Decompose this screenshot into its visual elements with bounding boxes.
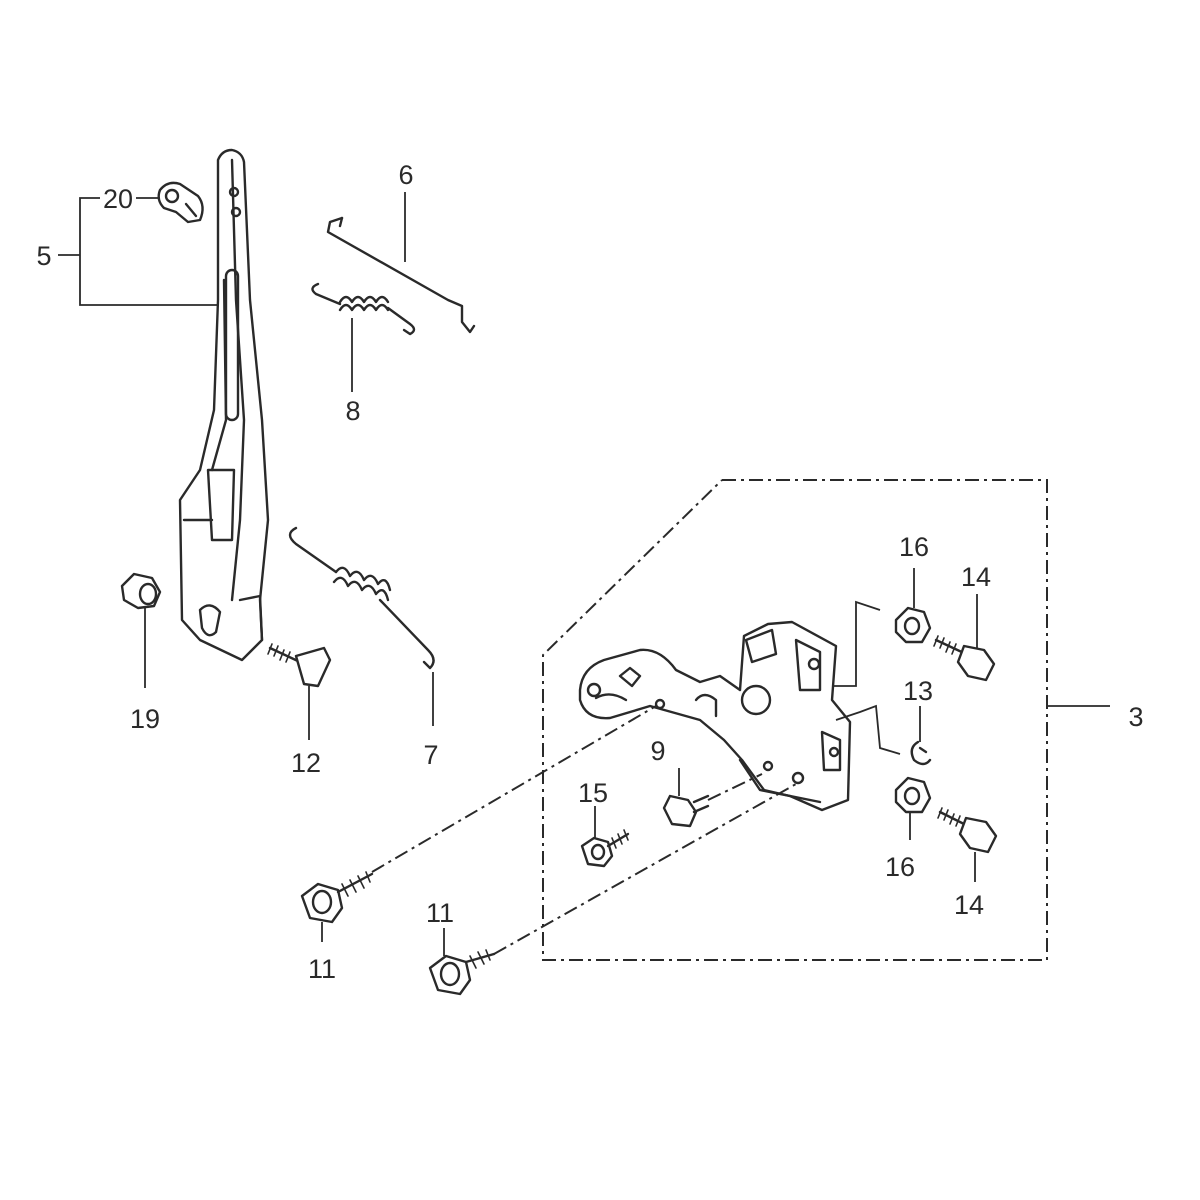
nut-part-19 (120, 572, 162, 688)
spring-part-7 (288, 526, 435, 726)
label-part-7: 7 (423, 740, 438, 770)
label-part-8: 8 (345, 396, 360, 426)
label-part-15: 15 (578, 778, 608, 808)
assembly-boundary-part-3 (542, 479, 1110, 961)
label-part-9: 9 (650, 736, 665, 766)
assembly-connectors (832, 600, 901, 755)
label-part-11-right: 11 (426, 898, 454, 928)
control-base-part-3 (578, 620, 852, 812)
label-part-16-upper: 16 (899, 532, 929, 562)
label-part-11-left: 11 (308, 954, 336, 984)
bolt-part-14-lower (937, 807, 998, 882)
label-part-13: 13 (903, 676, 933, 706)
nut-part-16-upper (894, 568, 932, 644)
part-number-labels: 3 5 6 7 8 9 11 11 12 13 14 14 15 16 16 1… (36, 160, 1143, 984)
label-part-19: 19 (130, 704, 160, 734)
label-part-12: 12 (291, 748, 321, 778)
bolt-part-11-left (300, 705, 657, 942)
governor-rod-part-6 (326, 192, 476, 334)
label-part-14-upper: 14 (961, 562, 991, 592)
label-part-16-lower: 16 (885, 852, 915, 882)
screw-part-12 (267, 643, 332, 740)
leader-parts-5-20 (58, 197, 218, 306)
label-part-6: 6 (398, 160, 413, 190)
nut-part-16-lower (894, 776, 932, 840)
label-part-20: 20 (103, 184, 133, 214)
label-part-14-lower: 14 (954, 890, 984, 920)
clip-part-13 (910, 706, 932, 766)
screw-part-15 (580, 806, 630, 868)
cable-clip-part-20 (157, 181, 204, 224)
spring-part-8 (311, 282, 416, 392)
bolt-part-14-upper (933, 594, 996, 682)
bolt-part-11-right (428, 783, 797, 996)
control-lever-part-5 (178, 148, 270, 662)
label-part-5: 5 (36, 241, 51, 271)
label-part-3: 3 (1128, 702, 1143, 732)
fitting-part-9 (662, 768, 763, 828)
